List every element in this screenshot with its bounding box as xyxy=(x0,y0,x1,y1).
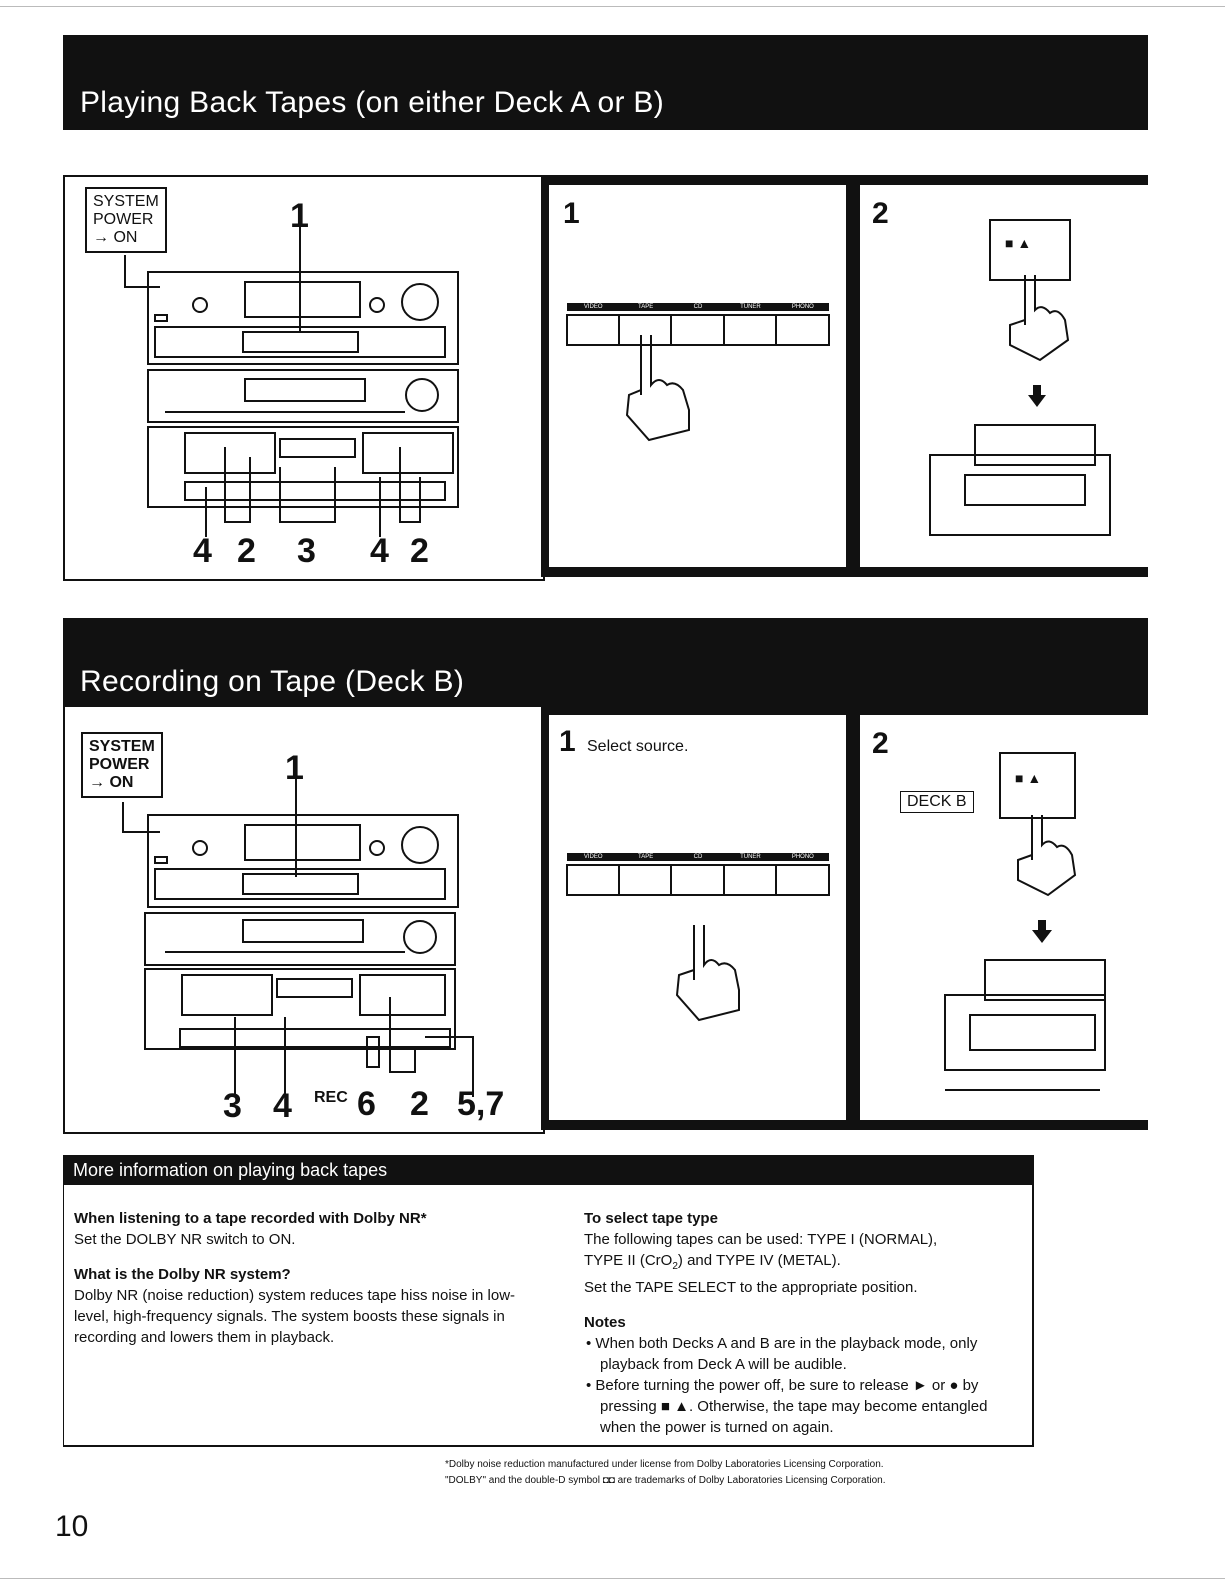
info-left-column: When listening to a tape recorded with D… xyxy=(74,1208,519,1348)
dolby-heading: When listening to a tape recorded with D… xyxy=(74,1210,427,1227)
tape-type-line1: The following tapes can be used: TYPE I … xyxy=(584,1231,938,1248)
function-selector-illustration-2 xyxy=(566,853,830,1022)
callout-3-rec: 3 xyxy=(223,1087,242,1125)
callout-6-rec: 6 xyxy=(357,1085,376,1123)
dolby-system-text: Dolby NR (noise reduction) system reduce… xyxy=(74,1287,516,1346)
note-item: • When both Decks A and B are in the pla… xyxy=(586,1335,978,1373)
system-power-label-2: SYSTEM POWER → ON xyxy=(81,732,163,798)
callout-57-rec: 5,7 xyxy=(457,1085,505,1123)
bottom-rule xyxy=(0,1578,1225,1579)
footnote-2: "DOLBY" and the double-D symbol ◘◘ are t… xyxy=(445,1475,886,1486)
dolby-system-heading: What is the Dolby NR system? xyxy=(74,1266,291,1283)
notes-heading: Notes xyxy=(584,1314,626,1331)
tape-select-instruction: Set the TAPE SELECT to the appropriate p… xyxy=(584,1279,918,1296)
section1-title: Playing Back Tapes (on either Deck A or … xyxy=(80,86,665,119)
callout-3: 3 xyxy=(297,532,316,570)
section1-step2-panel: 2 ■ ▲ xyxy=(860,185,1148,567)
eject-button-label-2: ■ ▲ xyxy=(1015,770,1042,786)
rec-step2-number: 2 xyxy=(872,727,889,760)
callout-4-rec: 4 xyxy=(273,1087,292,1125)
function-selector-illustration xyxy=(566,303,830,442)
section2-title: Recording on Tape (Deck B) xyxy=(80,665,465,698)
top-rule xyxy=(0,6,1225,7)
section1-step1-panel: 1 VIDEO TAPE CD TUNER PHONO xyxy=(549,185,846,567)
rec-label: REC xyxy=(314,1089,348,1106)
tape-type-line2: TYPE II (CrO2) and TYPE IV (METAL). xyxy=(584,1252,841,1272)
callout-1: 1 xyxy=(290,197,309,235)
section2-banner xyxy=(63,618,1148,705)
more-info-bar: More information on playing back tapes xyxy=(63,1155,1033,1185)
dolby-instruction: Set the DOLBY NR switch to ON. xyxy=(74,1231,296,1248)
note-item: • Before turning the power off, be sure … xyxy=(586,1377,988,1436)
deck-b-label: DECK B xyxy=(900,791,974,813)
callout-2: 2 xyxy=(237,532,256,570)
tape-type-heading: To select tape type xyxy=(584,1210,718,1227)
section2-equipment-panel: SYSTEM POWER → ON xyxy=(63,705,545,1134)
page-number: 10 xyxy=(55,1510,89,1543)
select-source-text: Select source. xyxy=(587,738,689,755)
section2-step1-panel: 1 Select source. VIDEO TAPE CD TUNER PHO… xyxy=(549,715,846,1120)
selector-label-row: VIDEO TAPE CD TUNER PHONO xyxy=(583,304,814,310)
section1-banner xyxy=(63,35,1148,130)
step2-number: 2 xyxy=(872,197,889,230)
info-right-column: To select tape type The following tapes … xyxy=(584,1208,1024,1438)
eject-button-label: ■ ▲ xyxy=(1005,235,1032,251)
info-box-border-bottom xyxy=(63,1445,1034,1447)
callout-1-rec: 1 xyxy=(285,749,304,787)
callout-2-rec: 2 xyxy=(410,1085,429,1123)
cassette-insert-illustration xyxy=(929,219,1111,536)
section2-step2-panel: 2 DECK B ■ ▲ xyxy=(860,715,1148,1120)
stereo-system-illustration xyxy=(124,217,459,537)
stereo-system-illustration-2 xyxy=(122,757,474,1097)
system-power-label: SYSTEM POWER → ON xyxy=(85,187,167,253)
info-box-border-left xyxy=(63,1155,64,1445)
footnote-1: *Dolby noise reduction manufactured unde… xyxy=(445,1459,884,1470)
step1-number: 1 xyxy=(563,197,580,230)
info-box-border-right xyxy=(1032,1155,1034,1445)
callout-4b: 4 xyxy=(370,532,389,570)
cassette-insert-illustration-2 xyxy=(944,752,1106,1091)
callout-2b: 2 xyxy=(410,532,429,570)
section1-equipment-panel: SYSTEM POWER → ON xyxy=(63,175,545,581)
rec-step1-number: 1 xyxy=(559,725,576,758)
selector-label-row-2: VIDEO TAPE CD TUNER PHONO xyxy=(583,854,814,860)
callout-4: 4 xyxy=(193,532,212,570)
